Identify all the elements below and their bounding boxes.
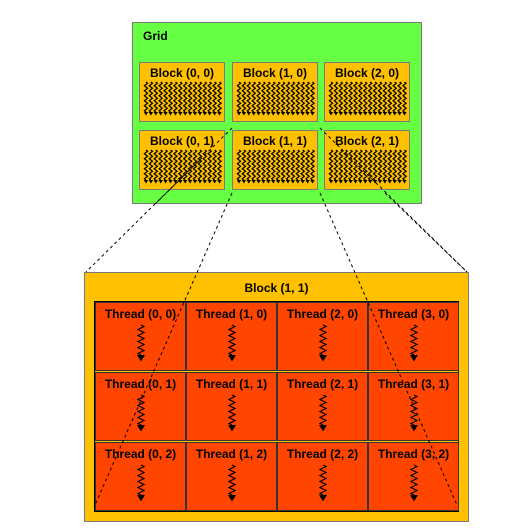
expanded-block-title: Block (1, 1) <box>244 281 309 295</box>
thread-3-0: Thread (3, 0) <box>368 302 459 371</box>
thread-label: Thread (2, 2) <box>286 447 359 461</box>
thread-3-1: Thread (3, 1) <box>368 372 459 441</box>
thread-table: Thread (0, 0) Thread (1, 0) Thread (2, 0… <box>94 301 459 512</box>
thread-arrow-icon <box>227 324 237 362</box>
grid-container: Grid Block (0, 0) Block (1, 0) Block (2,… <box>132 22 422 204</box>
thread-1-1: Thread (1, 1) <box>186 372 277 441</box>
thread-label: Thread (1, 0) <box>195 307 268 321</box>
thread-squiggles-icon <box>328 81 408 116</box>
block-label: Block (1, 1) <box>242 134 308 148</box>
grid-block-0-0: Block (0, 0) <box>139 62 225 122</box>
thread-arrow-icon <box>409 464 419 502</box>
grid-block-1-0: Block (1, 0) <box>232 62 318 122</box>
thread-label: Thread (2, 0) <box>286 307 359 321</box>
thread-label: Thread (3, 2) <box>377 447 450 461</box>
block-label: Block (1, 0) <box>242 66 308 80</box>
block-label: Block (0, 0) <box>149 66 215 80</box>
grid-block-1-1: Block (1, 1) <box>232 130 318 190</box>
thread-label: Thread (2, 1) <box>286 377 359 391</box>
thread-label: Thread (1, 1) <box>195 377 268 391</box>
thread-squiggles-icon <box>143 81 223 116</box>
thread-1-0: Thread (1, 0) <box>186 302 277 371</box>
thread-label: Thread (0, 2) <box>104 447 177 461</box>
thread-label: Thread (3, 1) <box>377 377 450 391</box>
grid-block-2-0: Block (2, 0) <box>324 62 410 122</box>
thread-arrow-icon <box>136 394 146 432</box>
thread-label: Thread (0, 1) <box>104 377 177 391</box>
grid-block-0-1: Block (0, 1) <box>139 130 225 190</box>
thread-0-2: Thread (0, 2) <box>95 442 186 511</box>
thread-arrow-icon <box>318 394 328 432</box>
thread-arrow-icon <box>227 464 237 502</box>
thread-arrow-icon <box>409 394 419 432</box>
thread-0-0: Thread (0, 0) <box>95 302 186 371</box>
thread-3-2: Thread (3, 2) <box>368 442 459 511</box>
thread-arrow-icon <box>318 464 328 502</box>
thread-squiggles-icon <box>328 149 408 184</box>
thread-arrow-icon <box>136 324 146 362</box>
thread-2-0: Thread (2, 0) <box>277 302 368 371</box>
thread-arrow-icon <box>409 324 419 362</box>
block-label: Block (0, 1) <box>149 134 215 148</box>
thread-arrow-icon <box>227 394 237 432</box>
thread-label: Thread (0, 0) <box>104 307 177 321</box>
thread-arrow-icon <box>136 464 146 502</box>
grid-title: Grid <box>143 29 168 43</box>
block-label: Block (2, 1) <box>334 134 400 148</box>
thread-label: Thread (1, 2) <box>195 447 268 461</box>
thread-2-2: Thread (2, 2) <box>277 442 368 511</box>
thread-1-2: Thread (1, 2) <box>186 442 277 511</box>
block-label: Block (2, 0) <box>334 66 400 80</box>
expanded-block: Block (1, 1) Thread (0, 0) Thread (1, 0)… <box>84 272 469 522</box>
thread-squiggles-icon <box>236 81 316 116</box>
thread-squiggles-icon <box>143 149 223 184</box>
thread-0-1: Thread (0, 1) <box>95 372 186 441</box>
thread-2-1: Thread (2, 1) <box>277 372 368 441</box>
connector-line <box>384 192 468 273</box>
thread-arrow-icon <box>318 324 328 362</box>
thread-squiggles-icon <box>236 149 316 184</box>
grid-block-2-1: Block (2, 1) <box>324 130 410 190</box>
thread-label: Thread (3, 0) <box>377 307 450 321</box>
